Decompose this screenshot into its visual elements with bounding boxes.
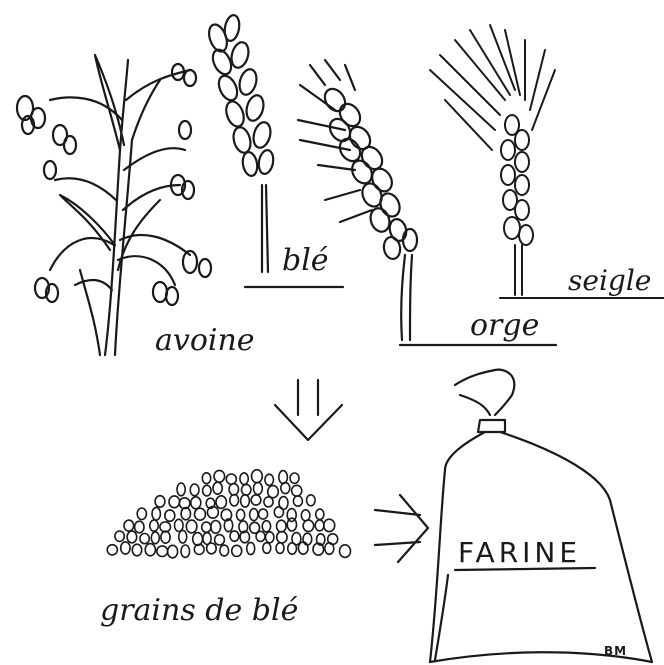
grain bbox=[303, 520, 314, 531]
grain bbox=[274, 507, 283, 518]
grain bbox=[140, 534, 149, 544]
grain bbox=[324, 519, 335, 531]
grain bbox=[263, 543, 271, 554]
grain bbox=[203, 485, 211, 496]
grain bbox=[307, 495, 316, 506]
arrow-down-icon bbox=[275, 380, 342, 440]
grain bbox=[121, 542, 130, 554]
label-avoine: avoine bbox=[155, 323, 255, 358]
grain bbox=[169, 496, 180, 508]
label-grains: grains de blé bbox=[100, 593, 298, 628]
grain bbox=[191, 497, 201, 509]
grain bbox=[216, 496, 226, 509]
label-ble: blé bbox=[282, 243, 329, 278]
grain bbox=[214, 470, 225, 482]
grain bbox=[277, 532, 287, 543]
grain bbox=[135, 521, 144, 533]
grain bbox=[259, 509, 268, 519]
seigle-plant bbox=[430, 25, 664, 298]
grain-pile bbox=[107, 470, 350, 558]
grain bbox=[252, 470, 263, 483]
grain bbox=[179, 530, 187, 543]
grain bbox=[181, 545, 190, 557]
grain bbox=[325, 543, 334, 555]
grain bbox=[145, 544, 155, 556]
grain bbox=[160, 522, 171, 532]
grain bbox=[247, 542, 255, 554]
grain bbox=[168, 545, 178, 558]
grain bbox=[157, 546, 168, 557]
grain bbox=[316, 509, 324, 519]
grain bbox=[202, 473, 210, 484]
grain bbox=[303, 533, 312, 545]
grain bbox=[265, 474, 274, 485]
grain bbox=[279, 471, 288, 484]
grain bbox=[254, 482, 263, 494]
grain bbox=[298, 542, 308, 554]
grain bbox=[288, 543, 297, 554]
grain bbox=[251, 495, 261, 505]
grain bbox=[107, 545, 117, 555]
grain bbox=[281, 483, 290, 494]
grain bbox=[290, 473, 299, 483]
grain bbox=[215, 535, 225, 545]
grain bbox=[151, 532, 159, 544]
grain bbox=[301, 510, 310, 521]
grain bbox=[230, 495, 239, 506]
grain bbox=[250, 509, 258, 521]
grain bbox=[137, 508, 146, 520]
grain bbox=[293, 496, 302, 506]
grain bbox=[229, 484, 238, 495]
grain bbox=[256, 531, 265, 541]
avoine-plant bbox=[17, 55, 211, 355]
grain bbox=[181, 508, 190, 520]
label-seigle: seigle bbox=[568, 264, 651, 297]
grain bbox=[115, 531, 124, 541]
grain bbox=[177, 483, 185, 496]
grain bbox=[240, 473, 248, 485]
label-orge: orge bbox=[470, 308, 539, 343]
grain bbox=[195, 508, 206, 520]
grain bbox=[165, 510, 175, 521]
grain bbox=[202, 522, 211, 532]
grain bbox=[150, 520, 159, 531]
grain bbox=[315, 520, 324, 531]
grain bbox=[127, 531, 137, 543]
grain bbox=[124, 520, 134, 531]
grain bbox=[193, 533, 203, 546]
label-farine: FARINE bbox=[458, 536, 581, 569]
grain bbox=[292, 485, 302, 496]
grain bbox=[155, 496, 165, 507]
grain bbox=[242, 484, 251, 495]
grain bbox=[237, 509, 245, 520]
grain bbox=[262, 521, 270, 532]
grain bbox=[175, 519, 184, 531]
grain bbox=[211, 521, 221, 534]
grain bbox=[207, 543, 217, 554]
grain bbox=[266, 532, 274, 543]
arrow-right-icon bbox=[375, 495, 428, 562]
grain bbox=[132, 544, 141, 556]
grain bbox=[232, 545, 242, 556]
grain bbox=[226, 474, 236, 484]
grain bbox=[287, 518, 296, 531]
grain bbox=[220, 545, 229, 556]
grain bbox=[161, 531, 170, 543]
grain bbox=[264, 497, 273, 507]
grain bbox=[213, 482, 222, 494]
grain bbox=[268, 486, 279, 498]
grain bbox=[340, 545, 351, 558]
grain bbox=[241, 495, 250, 507]
grain bbox=[276, 543, 284, 554]
flour-sack bbox=[430, 370, 652, 662]
grain bbox=[277, 520, 287, 532]
grain bbox=[190, 484, 199, 496]
grain bbox=[230, 531, 239, 541]
grain bbox=[186, 520, 197, 533]
grain bbox=[152, 507, 160, 520]
signature: BM bbox=[604, 644, 627, 658]
